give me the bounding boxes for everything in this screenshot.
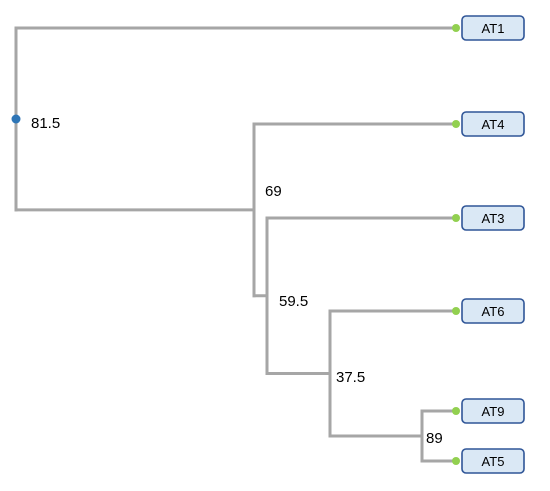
leaf-box-AT1 [461, 15, 525, 41]
leaf-marker-AT3 [452, 214, 460, 222]
leaf-box-AT6 [461, 298, 525, 324]
leaf-box-AT4 [461, 111, 525, 137]
leaf-marker-AT4 [452, 120, 460, 128]
leaf-box-AT3 [461, 205, 525, 231]
leaf-marker-AT5 [452, 457, 460, 465]
root-node-marker [11, 114, 21, 124]
support-value-n59: 59.5 [279, 293, 308, 310]
leaf-label-AT6: AT6 [482, 304, 505, 319]
support-value-root: 81.5 [31, 115, 60, 132]
leaf-marker-AT9 [452, 407, 460, 415]
leaf-label-AT9: AT9 [482, 404, 505, 419]
leaf-box-AT5 [461, 448, 525, 474]
support-value-n37: 37.5 [336, 369, 365, 386]
leaf-label-AT4: AT4 [482, 117, 505, 132]
support-value-n69: 69 [265, 183, 282, 200]
leaf-marker-AT1 [452, 24, 460, 32]
leaf-marker-AT6 [452, 307, 460, 315]
leaf-box-AT9 [461, 398, 525, 424]
leaf-label-AT5: AT5 [482, 454, 505, 469]
support-value-n89: 89 [426, 430, 443, 447]
leaf-label-AT1: AT1 [482, 21, 505, 36]
leaf-label-AT3: AT3 [482, 211, 505, 226]
